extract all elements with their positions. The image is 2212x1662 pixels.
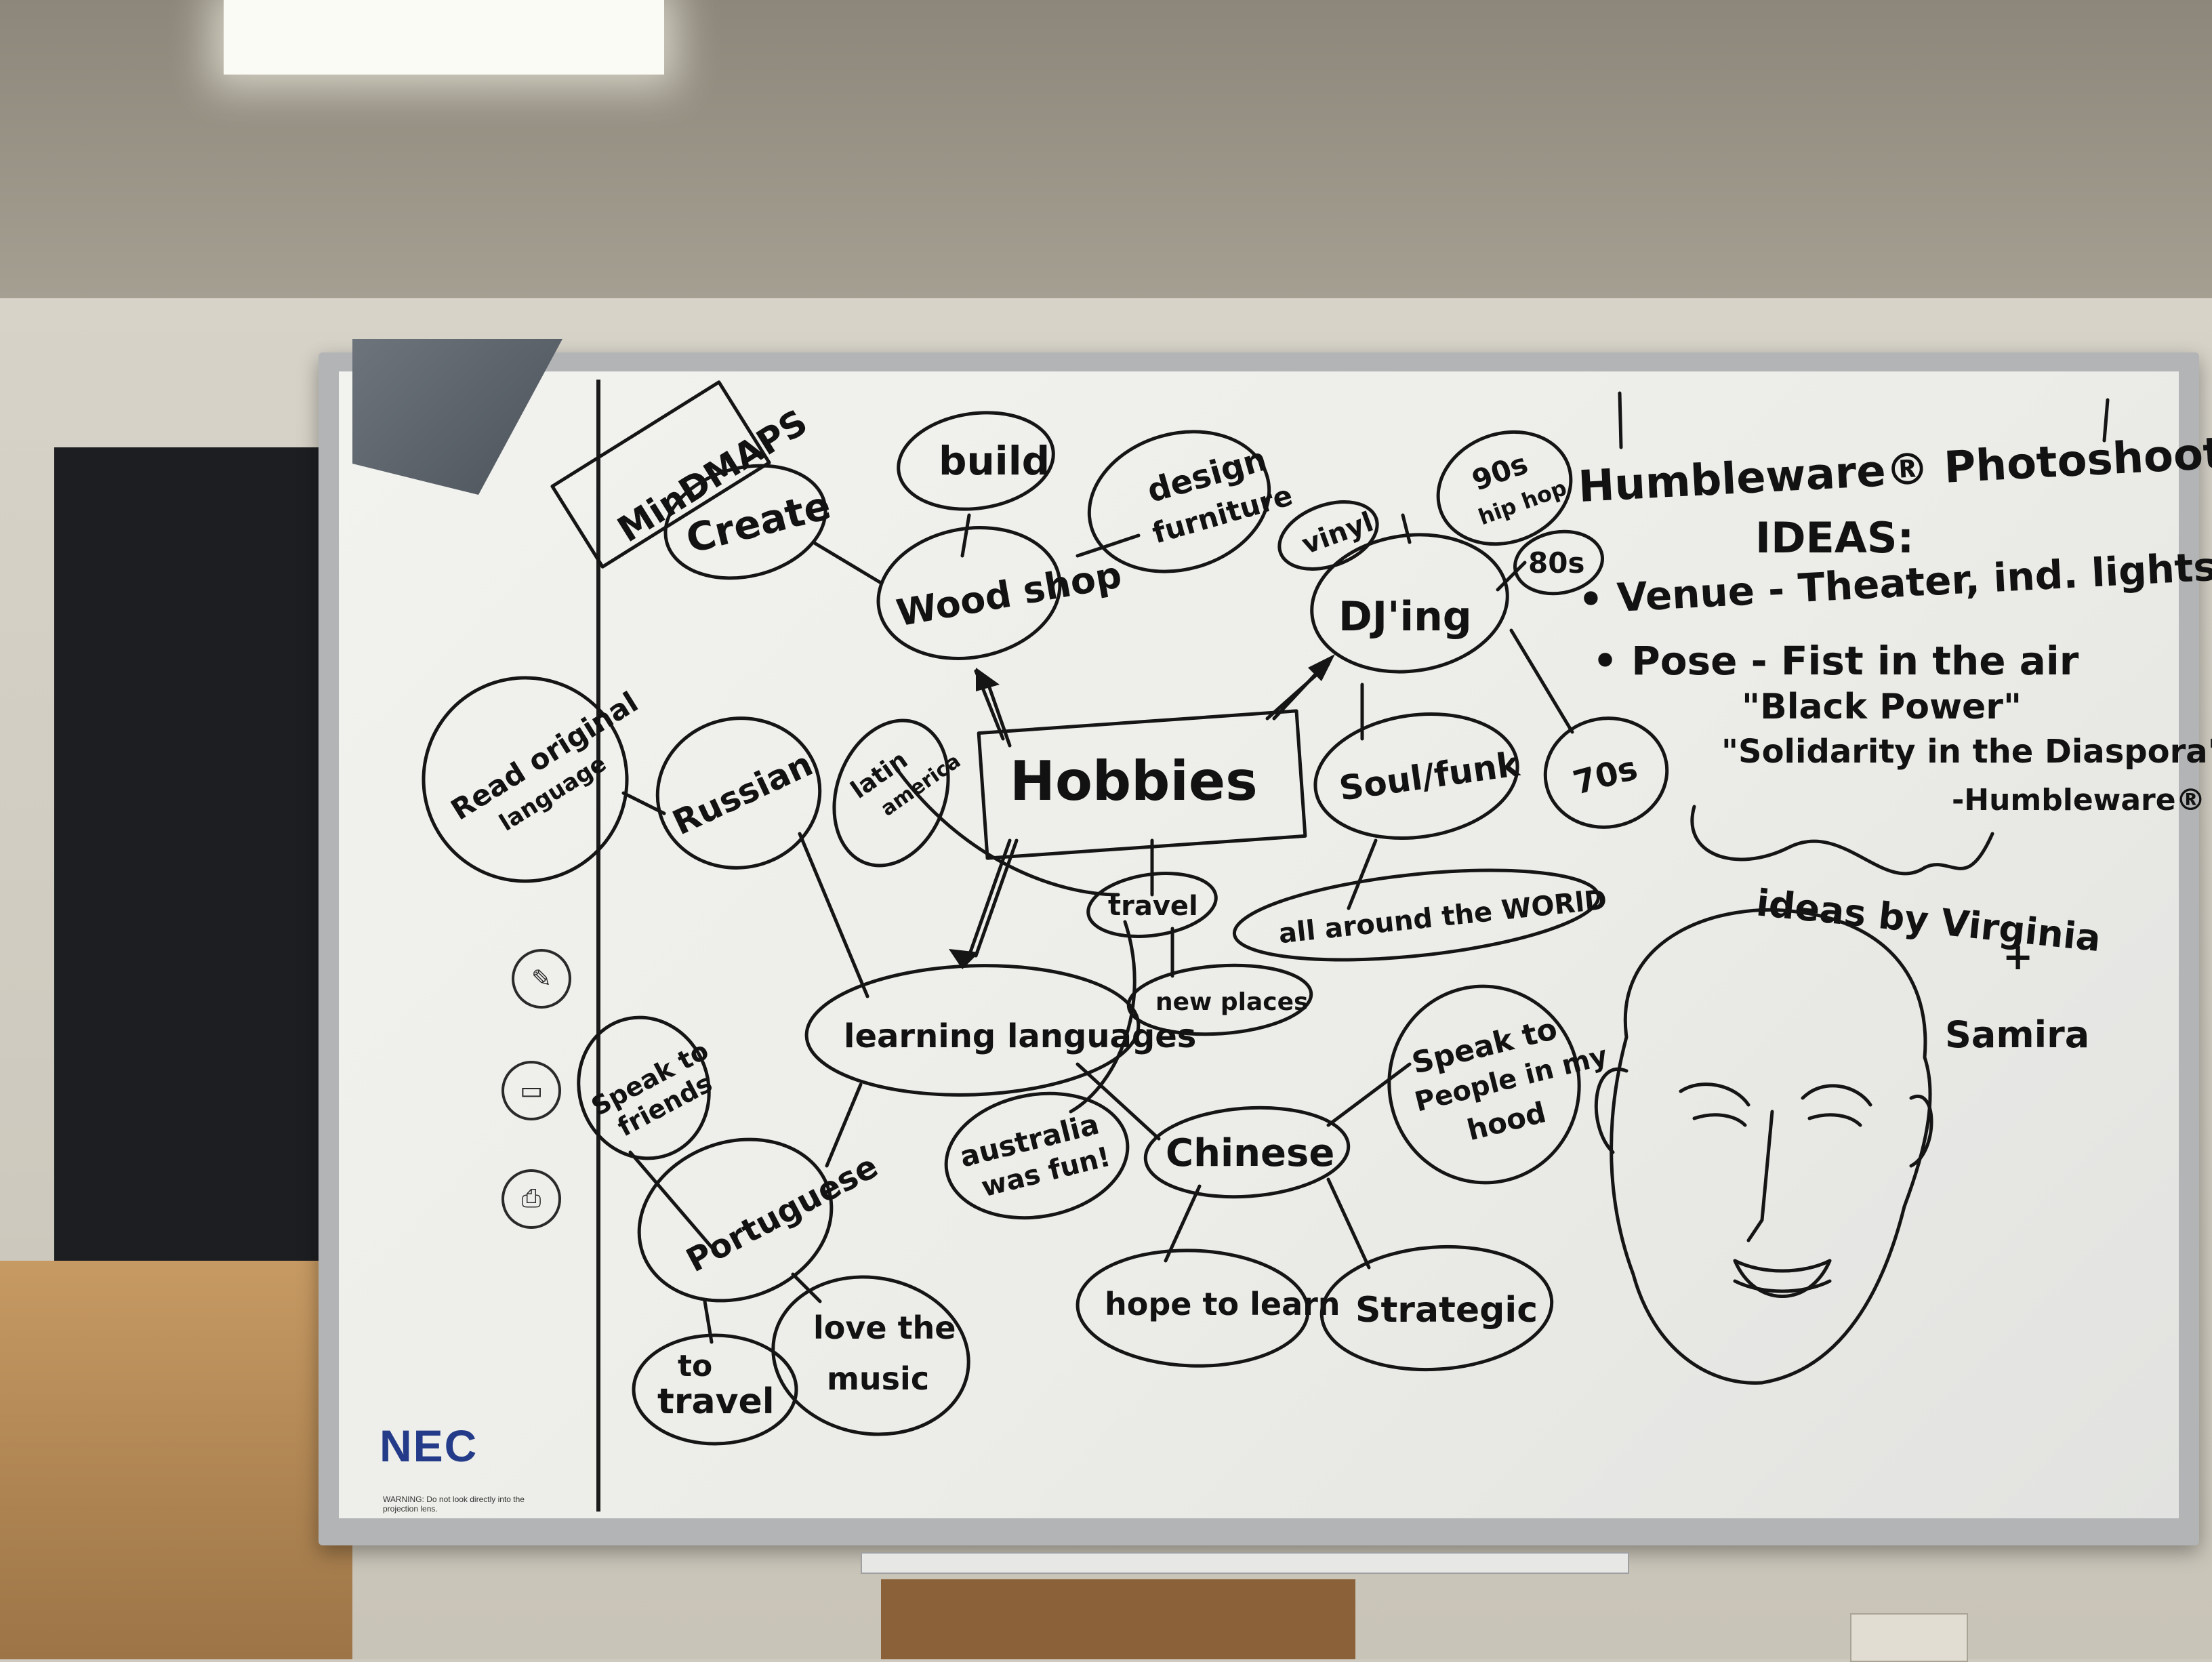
notes-pose: • Pose - Fist in the air [1593, 638, 2079, 684]
node-new-places: new places [1155, 988, 1308, 1016]
node-soul-funk: Soul/funk [1337, 744, 1523, 809]
notes-credit-2: + [2003, 935, 2033, 978]
ceiling-light [224, 0, 664, 75]
whiteboard-surface [339, 371, 2179, 1518]
brand-logo: NEC [380, 1421, 478, 1471]
node-around-world: all around the WORlD [1277, 885, 1608, 950]
node-woodshop: Wood shop [893, 553, 1124, 634]
node-portuguese: Portuguese [680, 1148, 884, 1280]
wooden-chairs [0, 1261, 352, 1659]
notes-quote-2: "Solidarity in the Diaspora" [1721, 733, 2212, 771]
notes-credit-3: Samira [1945, 1013, 2089, 1056]
node-hope-to-learn: hope to learn [1105, 1286, 1340, 1322]
center-node: Hobbies [1010, 750, 1258, 813]
node-70s: 70s [1569, 749, 1641, 803]
node-strategic: Strategic [1355, 1290, 1538, 1331]
pen-tool-icon[interactable]: ✎ [512, 949, 571, 1009]
mindmap-arrows [949, 654, 1335, 969]
node-to-travel-line1: to [678, 1349, 712, 1383]
node-russian: Russian [667, 744, 819, 843]
node-chinese: Chinese [1166, 1131, 1334, 1175]
notes-quote-1: "Black Power" [1742, 687, 2022, 727]
node-djing: DJ'ing [1338, 593, 1472, 641]
notes-title: Humbleware® Photoshoot [1577, 428, 2212, 512]
cardboard-box [881, 1579, 1355, 1659]
node-travel: travel [1108, 891, 1198, 922]
node-love-music-line1: love the [813, 1310, 956, 1346]
node-build: build [939, 438, 1050, 484]
node-80s: 80s [1528, 546, 1584, 580]
node-to-travel-line2: travel [657, 1381, 775, 1422]
node-vinyl: vinyl [1298, 506, 1377, 561]
board-divider-line [596, 380, 600, 1512]
marker-tray [861, 1552, 1629, 1574]
notes-attribution: -Humbleware® [1952, 783, 2206, 817]
warning-label: WARNING: Do not look directly into the p… [383, 1495, 525, 1514]
printer-tool-icon[interactable]: ⎙ [501, 1169, 561, 1229]
node-learning-languages: learning languages [844, 1017, 1196, 1055]
face-sketch [1594, 908, 1933, 1385]
notes-subtitle: IDEAS: [1755, 513, 1914, 563]
notes-credit-1: ideas by Virginia [1755, 881, 2103, 960]
photoshoot-notes: Humbleware® Photoshoot IDEAS: • Venue - … [1577, 428, 2212, 1056]
screen-tool-icon[interactable]: ▭ [501, 1061, 561, 1120]
node-love-music-line2: music [827, 1360, 929, 1397]
